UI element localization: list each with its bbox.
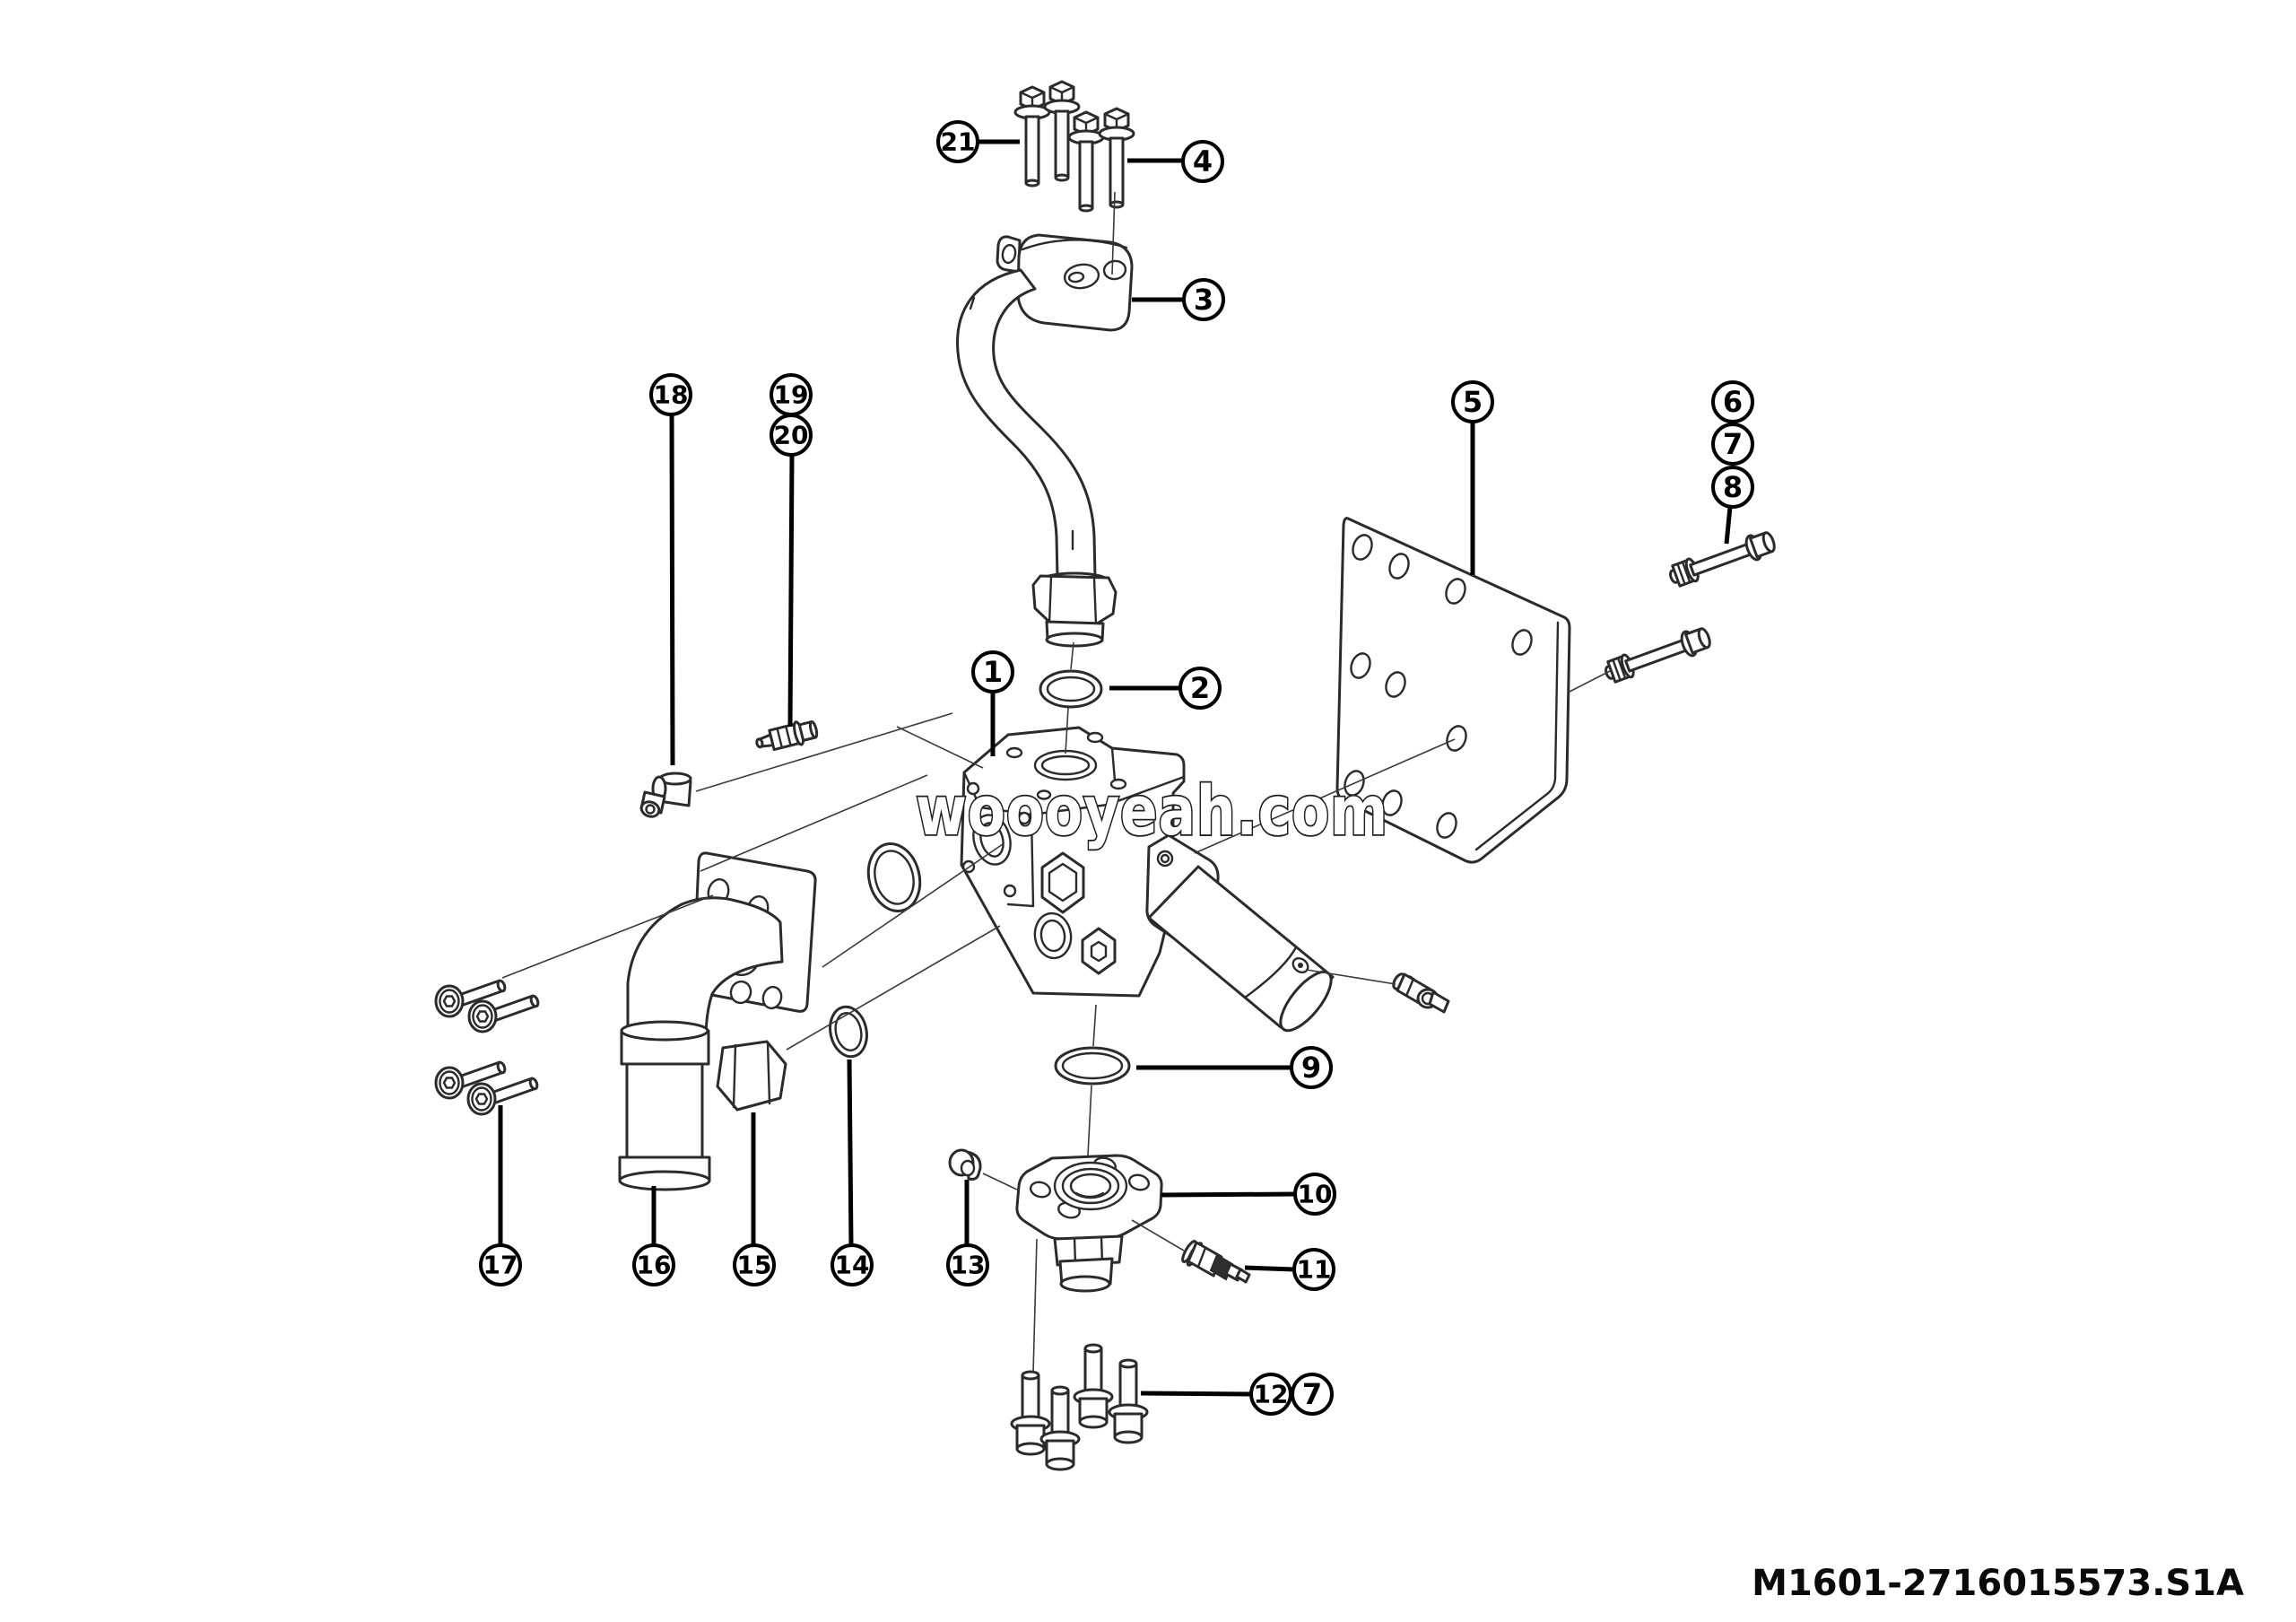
callout-7: 7	[1711, 423, 1754, 466]
callout-11: 11	[1292, 1248, 1335, 1291]
stud-bolt-lower	[1600, 623, 1715, 687]
elbow-bend	[626, 896, 784, 1035]
callout-14-number: 14	[835, 1251, 870, 1280]
callout-11-number: 11	[1297, 1255, 1332, 1285]
plug-13	[948, 1148, 982, 1181]
callout-3-number: 3	[1194, 283, 1213, 317]
callout-8: 8	[1711, 466, 1754, 509]
callout-16: 16	[632, 1243, 675, 1286]
elbow-fitting-16	[618, 851, 817, 1191]
callout-17-number: 17	[483, 1251, 518, 1280]
callout-4-number: 4	[1193, 144, 1213, 179]
pipe-elbow-assembly	[956, 233, 1134, 648]
callout-19: 19	[770, 373, 813, 416]
callout-16-number: 16	[637, 1251, 672, 1280]
mounting-plate	[1335, 517, 1571, 864]
callout-6: 6	[1711, 380, 1754, 423]
callout-7: 7	[1291, 1373, 1334, 1416]
callout-5: 5	[1451, 380, 1494, 423]
callout-7-number: 7	[1723, 427, 1743, 461]
callout-2: 2	[1178, 667, 1222, 710]
callout-21-number: 21	[941, 127, 976, 157]
callout-18-leader	[669, 414, 675, 766]
socket-screw-group	[434, 978, 541, 1116]
callout-8-number: 8	[1723, 470, 1743, 504]
callout-15-number: 15	[737, 1251, 772, 1280]
elbow-barrel	[625, 1062, 704, 1159]
sensor-11	[1181, 1240, 1251, 1284]
callout-10-number: 10	[1298, 1180, 1333, 1209]
callout-13-number: 13	[951, 1251, 986, 1280]
part-number-text: M1601-2716015573.S1A	[1752, 1563, 2244, 1604]
callout-4: 4	[1181, 140, 1224, 183]
callout-20: 20	[770, 414, 813, 457]
sensor-fitting-right	[1392, 972, 1450, 1014]
relief-valve	[1145, 833, 1335, 1033]
bottom-screw-group	[1010, 1343, 1149, 1471]
valve-hex-plug-large	[1040, 851, 1085, 914]
callout-9: 9	[1290, 1046, 1333, 1089]
watermark-text: woooyeah.com	[916, 771, 1388, 850]
callout-14-leader	[847, 1059, 854, 1246]
oring-port	[866, 842, 922, 912]
callout-5-number: 5	[1463, 385, 1483, 419]
callout-2-number: 2	[1190, 671, 1210, 705]
fitting-18	[639, 772, 692, 818]
callout-1-number: 1	[983, 655, 1003, 689]
oring-14	[829, 1005, 868, 1059]
callout-20-number: 20	[774, 421, 809, 450]
callout-11-leader	[1244, 1265, 1295, 1272]
callout-8-leader	[1724, 506, 1733, 545]
bolt-group-top	[1013, 80, 1135, 213]
plate-holes	[1344, 534, 1533, 839]
callout-13: 13	[946, 1243, 989, 1286]
callout-7-number: 7	[1302, 1377, 1322, 1411]
hex-plug-15	[716, 1040, 787, 1112]
oring-9	[1054, 1046, 1131, 1086]
callout-12-leader	[1140, 1391, 1252, 1397]
outlet-flange-10	[1015, 1154, 1163, 1293]
pipe-hex-nut	[1031, 574, 1118, 627]
callout-21: 21	[936, 120, 979, 163]
callout-18: 18	[649, 373, 692, 416]
callout-10-leader	[1161, 1191, 1296, 1198]
callout-12-number: 12	[1254, 1380, 1289, 1409]
fitting-19-20	[755, 719, 819, 752]
callout-17: 17	[479, 1243, 522, 1286]
callout-12: 12	[1249, 1373, 1292, 1416]
oring-2	[1039, 669, 1103, 709]
callout-18-number: 18	[654, 380, 689, 410]
callout-15: 15	[733, 1243, 776, 1286]
callout-14: 14	[831, 1243, 874, 1286]
callout-9-number: 9	[1301, 1051, 1321, 1085]
callout-6-number: 6	[1723, 385, 1743, 419]
stud-bolt-upper	[1665, 527, 1779, 591]
callout-3: 3	[1182, 278, 1225, 321]
callout-10: 10	[1293, 1173, 1336, 1216]
assembly-axis-lines	[501, 191, 1611, 1373]
callout-20-leader	[787, 454, 795, 728]
callout-19-number: 19	[774, 380, 809, 410]
callout-1: 1	[971, 650, 1014, 693]
valve-hex-plug-small	[1081, 927, 1117, 975]
